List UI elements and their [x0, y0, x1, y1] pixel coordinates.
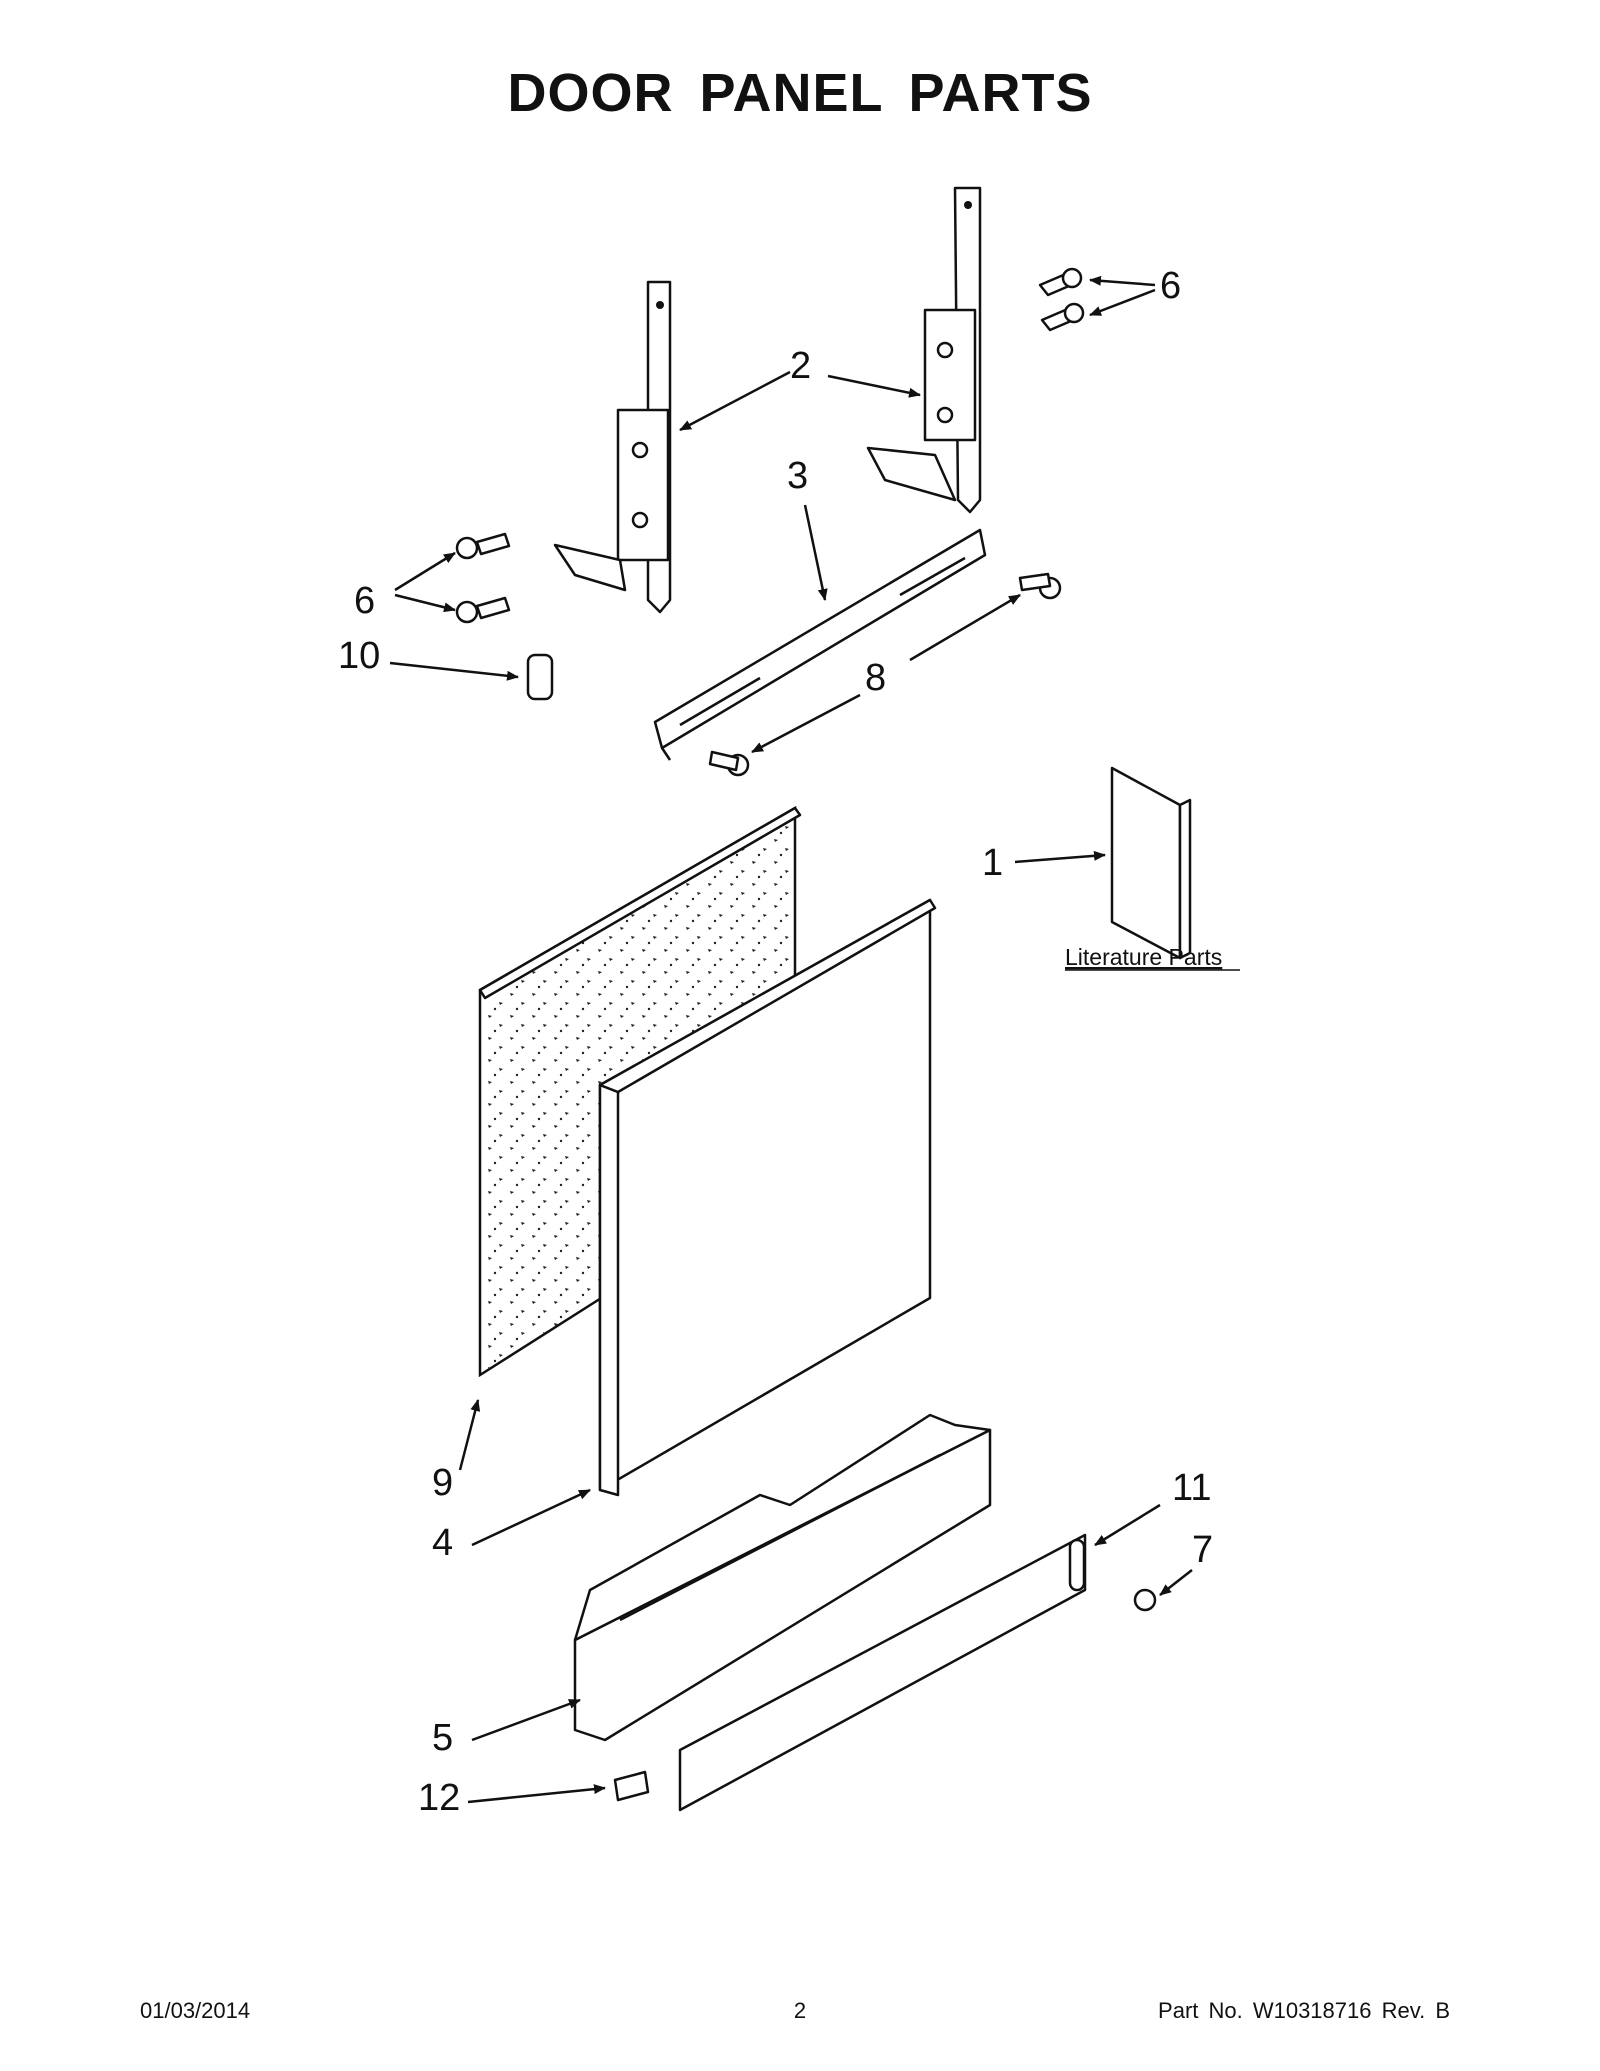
footer-page-number: 2 [793, 1998, 807, 2023]
callout-3: 3 [787, 455, 808, 497]
screws-8 [708, 572, 1062, 777]
callout-2: 2 [790, 345, 811, 387]
mounting-rail [653, 528, 987, 761]
screws-6 [455, 267, 1085, 624]
leader-lines [389, 275, 1193, 1804]
callout-1: 1 [982, 842, 1003, 884]
screw-7 [1133, 1588, 1157, 1612]
door-clip [526, 653, 554, 701]
kick-plate [678, 1533, 1087, 1812]
callout-6-left: 6 [354, 580, 375, 622]
hinge-bracket-left [553, 280, 672, 614]
footer-date: 01/03/2014 [140, 1998, 251, 2023]
callout-5: 5 [432, 1717, 453, 1759]
callout-8: 8 [865, 657, 886, 699]
hinge-bracket-right [866, 186, 982, 514]
callout-11: 11 [1172, 1467, 1211, 1509]
literature-parts-label: Literature Parts [1065, 944, 1222, 970]
literature-booklet [1110, 766, 1192, 960]
callout-6-right: 6 [1160, 265, 1181, 307]
outer-door-panel [598, 898, 937, 1497]
callout-12: 12 [418, 1777, 460, 1819]
callout-4: 4 [432, 1522, 453, 1564]
footer-part-number: Part No. W10318716 Rev. B [1158, 1998, 1450, 2023]
toe-kick-bracket [573, 1413, 992, 1742]
callout-7: 7 [1192, 1529, 1213, 1571]
clip-12 [613, 1770, 650, 1802]
callout-9: 9 [432, 1462, 453, 1504]
callout-10: 10 [338, 635, 380, 677]
page-title: DOOR PANEL PARTS [507, 63, 1093, 123]
